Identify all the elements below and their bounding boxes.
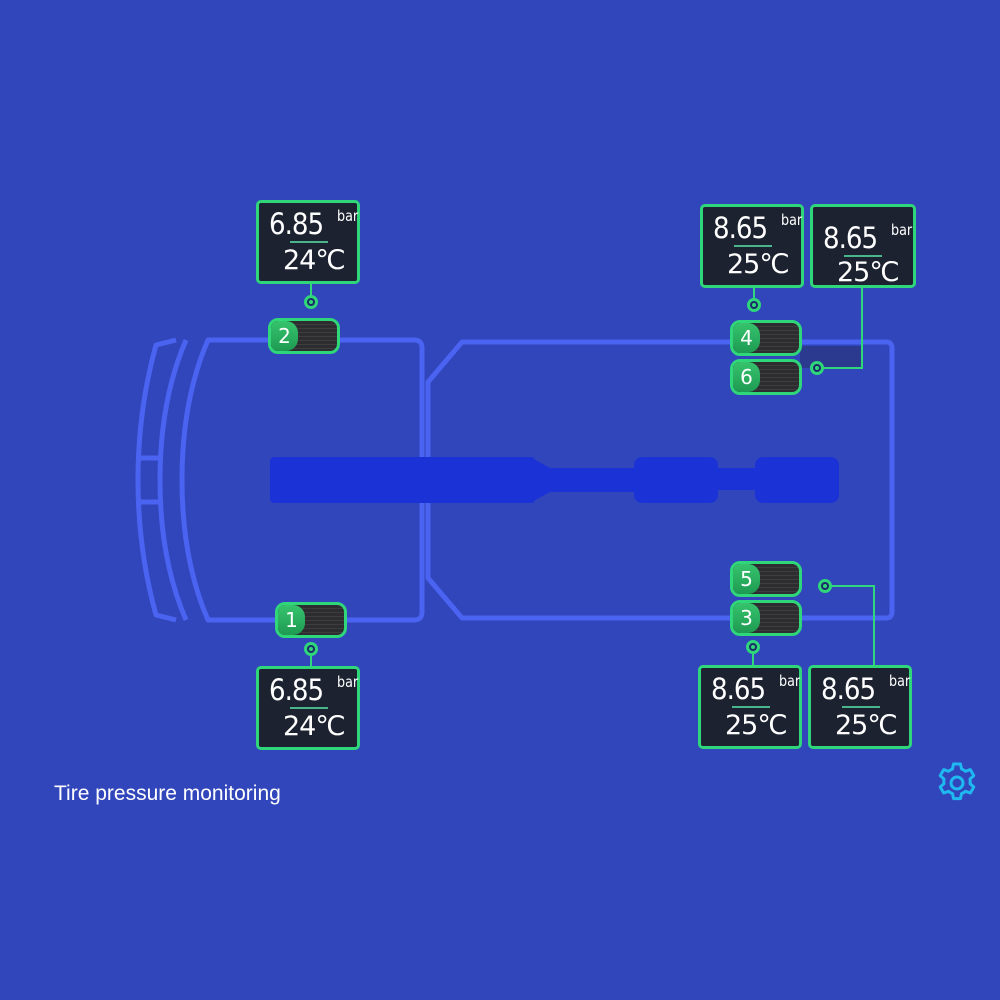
tire-4[interactable]: 4 [730,320,802,356]
readout-divider [842,706,880,708]
tire-5[interactable]: 5 [730,561,802,597]
tire-1-unit: bar [337,673,359,691]
cab-bumper-inner [157,339,189,621]
tire-4-sensor-dot [747,298,761,312]
tire-1-pressure: 6.85 [269,673,324,707]
readout-divider [290,707,328,709]
tire-2-readout: 6.85 bar 24℃ [256,200,360,284]
tire-1-number: 1 [278,605,305,635]
tire-5-number: 5 [733,564,760,594]
tire-3-readout: 8.65 bar 25℃ [698,665,802,749]
tire-6-unit: bar [891,221,913,239]
tire-6-number: 6 [733,362,760,392]
tire-6[interactable]: 6 [730,359,802,395]
tire-4-readout: 8.65 bar 25℃ [700,204,804,288]
tire-3-number: 3 [733,603,760,633]
tire-5-readout: 8.65 bar 25℃ [808,665,912,749]
tire-3-unit: bar [779,672,801,690]
readout-divider [290,241,328,243]
tire-2-sensor-dot [304,295,318,309]
tire-2-number: 2 [271,321,298,351]
tire-2-connector [310,284,312,296]
tire-5-connector-h [831,585,875,587]
tire-5-temperature: 25℃ [835,710,898,741]
tire-4-temperature: 25℃ [727,249,790,280]
axle-shadow [800,346,862,368]
tire-1-readout: 6.85 bar 24℃ [256,666,360,750]
tire-1[interactable]: 1 [275,602,347,638]
readout-divider [844,255,882,257]
driveshaft [270,457,839,503]
tire-3-temperature: 25℃ [725,710,788,741]
tire-6-temperature: 25℃ [837,257,900,288]
settings-button[interactable] [934,760,980,806]
readout-divider [734,245,772,247]
tire-2-temperature: 24℃ [283,245,346,276]
tire-3-connector [752,653,754,665]
tire-4-connector [753,288,755,300]
tire-1-temperature: 24℃ [283,711,346,742]
tire-3-sensor-dot [746,640,760,654]
screen-title: Tire pressure monitoring [54,782,281,805]
tire-6-connector-v [861,288,863,369]
tire-5-sensor-dot [818,579,832,593]
tire-4-pressure: 8.65 [713,211,768,245]
tire-3[interactable]: 3 [730,600,802,636]
tire-4-number: 4 [733,323,760,353]
tire-1-sensor-dot [304,642,318,656]
tire-5-connector-v [873,585,875,667]
tire-4-unit: bar [781,211,803,229]
gear-icon [938,762,976,801]
tire-2[interactable]: 2 [268,318,340,354]
tire-6-connector-h [823,367,863,369]
tire-3-pressure: 8.65 [711,672,766,706]
tire-1-connector [310,655,312,667]
tire-2-pressure: 6.85 [269,207,324,241]
cab-bumper-outer [135,337,177,623]
truck-trailer [425,339,895,621]
tire-5-pressure: 8.65 [821,672,876,706]
tire-2-unit: bar [337,207,359,225]
readout-divider [732,706,770,708]
tire-6-sensor-dot [810,361,824,375]
truck-cab [135,337,425,623]
tire-6-pressure: 8.65 [823,221,878,255]
tire-5-unit: bar [889,672,911,690]
cab-body [179,337,425,623]
tire-6-readout: 8.65 bar 25℃ [810,204,916,288]
